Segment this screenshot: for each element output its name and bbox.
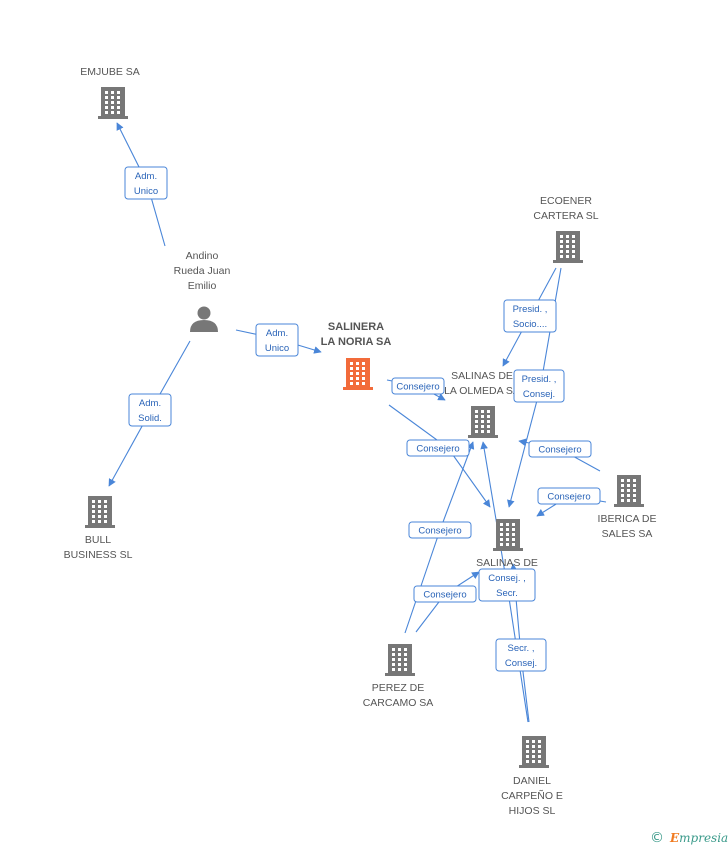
node-perez[interactable]: PEREZ DE CARCAMO SA xyxy=(363,644,434,709)
edge-label-box[interactable] xyxy=(513,369,565,403)
edge-label-box[interactable] xyxy=(255,323,299,357)
node-label: Andino xyxy=(186,250,219,262)
node-label: Rueda Juan xyxy=(174,265,231,277)
edge-label-andino-to-emjube[interactable]: Adm. Unico xyxy=(124,166,168,200)
node-daniel[interactable]: DANIEL CARPEÑO E HIJOS SL xyxy=(501,736,563,817)
edge-label-andino-to-salinera[interactable]: Adm. Unico xyxy=(255,323,299,357)
edge-label-text: Adm. xyxy=(135,171,157,182)
edge-label-perez-to-salinasde[interactable]: Consejero xyxy=(413,585,477,603)
edge-label-text: Consejero xyxy=(396,382,439,393)
edge-label-text: Consejero xyxy=(416,444,459,455)
node-label: SALES SA xyxy=(602,528,653,540)
edge-label-text: Presid. , xyxy=(522,374,557,385)
node-olmeda[interactable]: SALINAS DE LA OLMEDA SA xyxy=(444,370,520,438)
edge-label-text: Unico xyxy=(265,343,289,354)
node-label: SALINERA xyxy=(328,321,384,333)
node-label: DANIEL xyxy=(513,775,551,787)
node-label: BULL xyxy=(85,534,111,546)
edge-label-text: Consej. xyxy=(505,658,537,669)
node-label: ECOENER xyxy=(540,195,592,207)
node-label: PEREZ DE xyxy=(372,682,425,694)
edge-label-perez-to-olmeda[interactable]: Consejero xyxy=(408,521,472,539)
node-salinera[interactable]: SALINERA LA NORIA SA xyxy=(321,321,392,390)
edge-label-daniel-to-olmeda[interactable]: Consej. , Secr. xyxy=(478,568,536,602)
edge-label-text: Consej. xyxy=(523,389,555,400)
node-label: Emilio xyxy=(188,280,217,292)
edge-label-salinera-to-salinasde[interactable]: Consejero xyxy=(406,439,470,457)
edge-label-ecoener-to-olmeda[interactable]: Presid. , Socio.... xyxy=(503,299,557,333)
edge-label-text: Adm. xyxy=(139,398,161,409)
node-label: SALINAS DE xyxy=(476,557,538,569)
node-label: IBERICA DE xyxy=(598,513,657,525)
node-label: BUSINESS SL xyxy=(64,549,133,561)
node-label: CARPEÑO E xyxy=(501,789,563,802)
person-icon xyxy=(190,306,218,332)
edge-label-box[interactable] xyxy=(128,393,172,427)
building-icon xyxy=(493,519,523,551)
node-salinasde[interactable]: SALINAS DE xyxy=(476,519,538,569)
edge-label-box[interactable] xyxy=(478,568,536,602)
edge-label-text: Unico xyxy=(134,186,158,197)
edge-label-text: Secr. , xyxy=(508,643,535,654)
node-label: EMJUBE SA xyxy=(80,66,140,78)
edge-label-box[interactable] xyxy=(408,521,472,539)
brand-initial: E xyxy=(670,831,680,845)
building-icon xyxy=(519,736,549,768)
building-icon xyxy=(85,496,115,528)
edge-label-text: Adm. xyxy=(266,328,288,339)
building-icon xyxy=(553,231,583,263)
edge-label-text: Presid. , xyxy=(513,304,548,315)
copyright-icon: © xyxy=(650,830,664,846)
node-label: CARCAMO SA xyxy=(363,697,434,709)
edge-label-text: Consejero xyxy=(418,526,461,537)
edge-label-box[interactable] xyxy=(537,487,601,505)
edge-label-andino-to-bull[interactable]: Adm. Solid. xyxy=(128,393,172,427)
edge-label-daniel-to-salinasde[interactable]: Secr. , Consej. xyxy=(495,638,547,672)
building-icon xyxy=(385,644,415,676)
brand-watermark: Empresia xyxy=(670,831,728,845)
node-bull[interactable]: BULL BUSINESS SL xyxy=(64,496,133,561)
edge-label-box[interactable] xyxy=(495,638,547,672)
edge-label-text: Socio.... xyxy=(513,319,547,330)
edge-label-text: Consejero xyxy=(538,445,581,456)
node-label: LA NORIA SA xyxy=(321,336,392,348)
edge-label-ecoener-to-salinasde[interactable]: Presid. , Consej. xyxy=(513,369,565,403)
edge-label-text: Solid. xyxy=(138,413,162,424)
edge-label-salinera-to-olmeda[interactable]: Consejero xyxy=(391,377,445,395)
edge-label-text: Consejero xyxy=(423,590,466,601)
edge-label-text: Consej. , xyxy=(488,573,526,584)
edge-label-box[interactable] xyxy=(528,440,592,458)
edge-label-box[interactable] xyxy=(124,166,168,200)
edge-label-box[interactable] xyxy=(503,299,557,333)
building-icon xyxy=(614,475,644,507)
node-label: LA OLMEDA SA xyxy=(444,385,520,397)
building-icon xyxy=(468,406,498,438)
edge-label-text: Secr. xyxy=(496,588,518,599)
building-icon xyxy=(343,358,373,390)
node-ecoener[interactable]: ECOENER CARTERA SL xyxy=(533,195,599,263)
edge-label-box[interactable] xyxy=(413,585,477,603)
edge-label-box[interactable] xyxy=(391,377,445,395)
building-icon xyxy=(98,87,128,119)
edge-label-iberica-to-salinasde[interactable]: Consejero xyxy=(537,487,601,505)
node-label: HIJOS SL xyxy=(509,805,556,817)
node-label: SALINAS DE xyxy=(451,370,513,382)
edge-label-iberica-to-olmeda[interactable]: Consejero xyxy=(528,440,592,458)
node-label: CARTERA SL xyxy=(533,210,598,222)
edge-label-box[interactable] xyxy=(406,439,470,457)
node-iberica[interactable]: IBERICA DE SALES SA xyxy=(598,475,657,540)
edge-label-text: Consejero xyxy=(547,492,590,503)
node-emjube[interactable]: EMJUBE SA xyxy=(80,66,140,119)
brand-rest: mpresia xyxy=(679,831,728,845)
